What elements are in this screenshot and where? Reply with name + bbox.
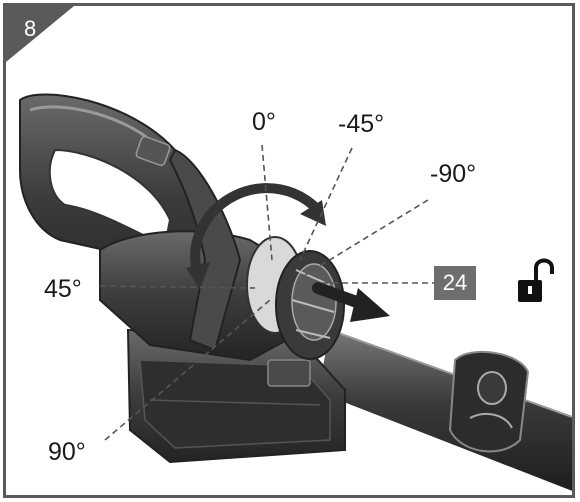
angle-label-neg45: -45° — [338, 110, 385, 138]
angle-line-45 — [99, 285, 256, 289]
rotate-arrow-icon — [186, 183, 326, 290]
angle-line-neg90 — [304, 199, 429, 276]
angle-guide-lines — [99, 144, 434, 441]
figure-border — [3, 3, 575, 498]
unlock-icon — [518, 258, 554, 302]
angle-line-neg45 — [299, 147, 353, 261]
rotating-collar — [246, 236, 345, 360]
angle-label-90: 90° — [48, 438, 86, 466]
slide-arrow-icon — [312, 282, 390, 322]
extension-tube — [318, 329, 576, 492]
angle-line-90 — [104, 299, 271, 441]
angle-label-45: 45° — [44, 275, 82, 303]
figure-number: 8 — [24, 16, 37, 41]
battery-pack — [126, 328, 346, 464]
angle-label-0: 0° — [252, 108, 276, 136]
figure-number-tab — [6, 6, 74, 62]
callout-24: 24 — [434, 266, 476, 300]
angle-label-neg90: -90° — [430, 160, 477, 188]
